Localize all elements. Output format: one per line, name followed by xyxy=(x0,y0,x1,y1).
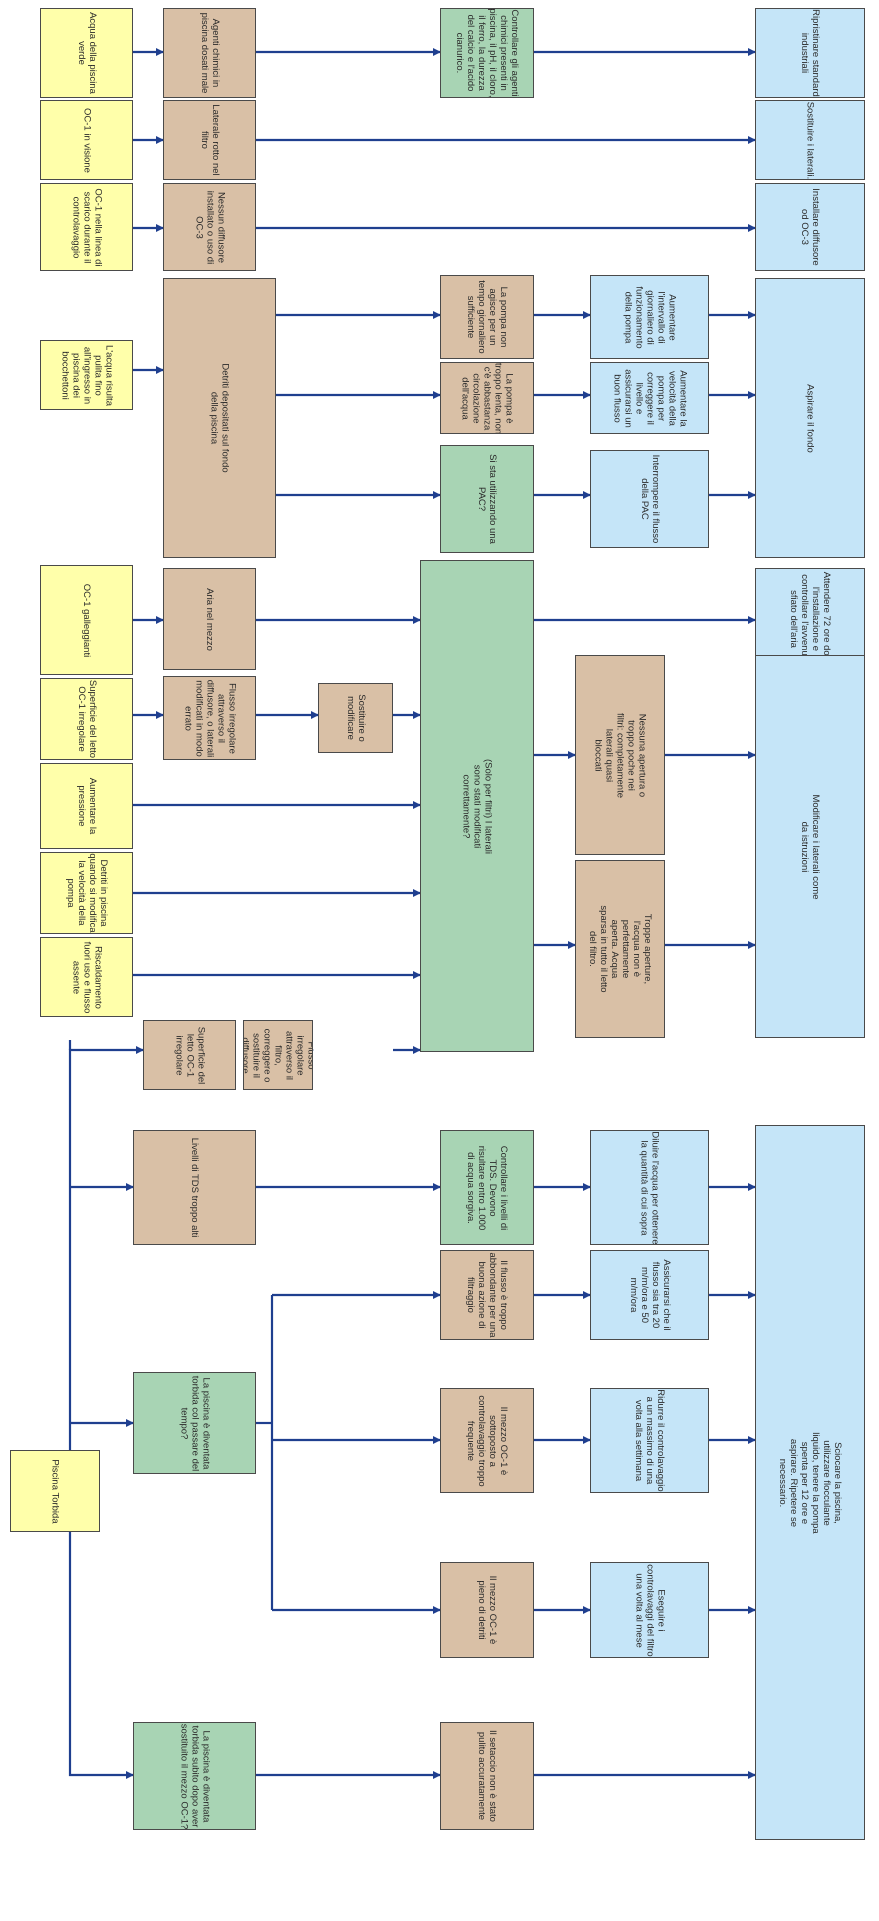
node-installare-diffusore: Installare diffusore od OC-3 xyxy=(755,183,865,271)
arrow-torbida-dopo xyxy=(68,1532,134,1779)
node-flusso-irregolare-diffusore: Flusso irregolare attraverso il diffusor… xyxy=(163,676,256,760)
node-acqua-ingresso: L'acqua risulta pulita fino all'ingresso… xyxy=(40,340,133,410)
node-oc1-galleggianti: OC-1 galleggianti xyxy=(40,565,133,675)
node-superficie-letto: Superficie del letto OC-1 irregolare xyxy=(40,678,133,760)
node-oc1-visione: OC-1 in visione xyxy=(40,100,133,180)
node-laterali-perforati: (Solo per filtri) I laterali sono stati … xyxy=(420,560,534,1052)
node-sostituire-modificare: Sostituire o modificare xyxy=(318,683,393,753)
node-acqua-verde: Acqua della piscina verde xyxy=(40,8,133,98)
node-agenti-chimici: Agenti chimici in piscina dosati male xyxy=(163,8,256,98)
node-diluire: Diluire l'acqua per ottenere la quantità… xyxy=(590,1130,709,1245)
node-sostituire-laterali: Sostituire i laterali. xyxy=(755,100,865,180)
node-ridurre-controlavaggio: Ridurre il controlavaggio a un massimo d… xyxy=(590,1388,709,1493)
node-setaccio: Il setaccio non è stato pulito accuratam… xyxy=(440,1722,534,1830)
node-pompa-lenta: La pompa è troppo lenta, non c'è abbasta… xyxy=(440,362,534,434)
node-aria-mezzo: Aria nel mezzo xyxy=(163,568,256,670)
node-troppe-aperture: Troppe aperture, l'acqua non è perfettam… xyxy=(575,860,665,1038)
node-aumentare-velocita: Aumentare la velocità della pompa per co… xyxy=(590,362,709,434)
node-mezzo-controlavaggio: Il mezzo OC-1 è sottoposto a controlavag… xyxy=(440,1388,534,1493)
node-torbida-nel-tempo: La piscina è diventata torbida col passa… xyxy=(133,1372,256,1474)
node-pac: Si sta utilizzando una PAC? xyxy=(440,445,534,553)
node-riscaldamento: Riscaldamento fuori uso e flusso assente xyxy=(40,937,133,1017)
node-assicurarsi-flusso: Assicurarsi che il flusso sia tra 20 m/m… xyxy=(590,1250,709,1340)
node-eseguire-controlavaggi: Eseguire i controlavaggi del filtro una … xyxy=(590,1562,709,1658)
node-interrompere-pac: Interrompere il flusso della PAC xyxy=(590,450,709,548)
node-controllare-agenti: Controllare gli agenti chimici presenti … xyxy=(440,8,534,98)
node-attendere-72: Attendere 72 ore dopo l'installazione e … xyxy=(755,568,865,670)
node-controllare-tds: Controllare i livelli di TDS. Devono ris… xyxy=(440,1130,534,1245)
node-mezzo-pieno: Il mezzo OC-1 è pieno di detriti xyxy=(440,1562,534,1658)
node-laterale-rotto: Laterale rotto nel filtro xyxy=(163,100,256,180)
node-oc1-linea: OC-1 nella linea di scarico durante il c… xyxy=(40,183,133,271)
node-flusso-irregolare-2: Flusso irregolare attraverso il filtro, … xyxy=(243,1020,313,1090)
node-aspirare: Aspirare il fondo xyxy=(755,278,865,558)
node-superficie-letto-2: Superficie del letto OC-1 irregolare xyxy=(143,1020,236,1090)
node-detriti-fondo: Detriti depositati sul fondo della pisci… xyxy=(163,278,276,558)
node-detriti-velocita: Detriti in piscina quando si modifica la… xyxy=(40,852,133,934)
node-flusso-abbondante: Il flusso è troppo abbondante per una bu… xyxy=(440,1250,534,1340)
node-livelli-tds: Livelli di TDS troppo alti xyxy=(133,1130,256,1245)
node-pompa-non-agisce: La pompa non agisce per un tempo giornal… xyxy=(440,275,534,359)
node-piscina-torbida: Piscina Torbida xyxy=(10,1450,100,1532)
node-aumentare-pressione: Aumentare la pressione xyxy=(40,763,133,849)
node-sciocare: Sciocare la piscina, utilizzare floccula… xyxy=(755,1125,865,1840)
node-torbida-dopo: La piscina è diventata torbida subito do… xyxy=(133,1722,256,1830)
node-aumentare-intervallo: Aumentare l'intervallo di giornaliero di… xyxy=(590,275,709,359)
node-modificare-laterali: Modificare i laterali come da istruzioni xyxy=(755,655,865,1038)
node-nessuna-apertura: Nessuna apertura o troppo poche nei filt… xyxy=(575,655,665,855)
node-nessun-diffusore: Nessun diffusore installato o uso di OC-… xyxy=(163,183,256,271)
node-ripristinare: Ripristinare standard industriali xyxy=(755,8,865,98)
